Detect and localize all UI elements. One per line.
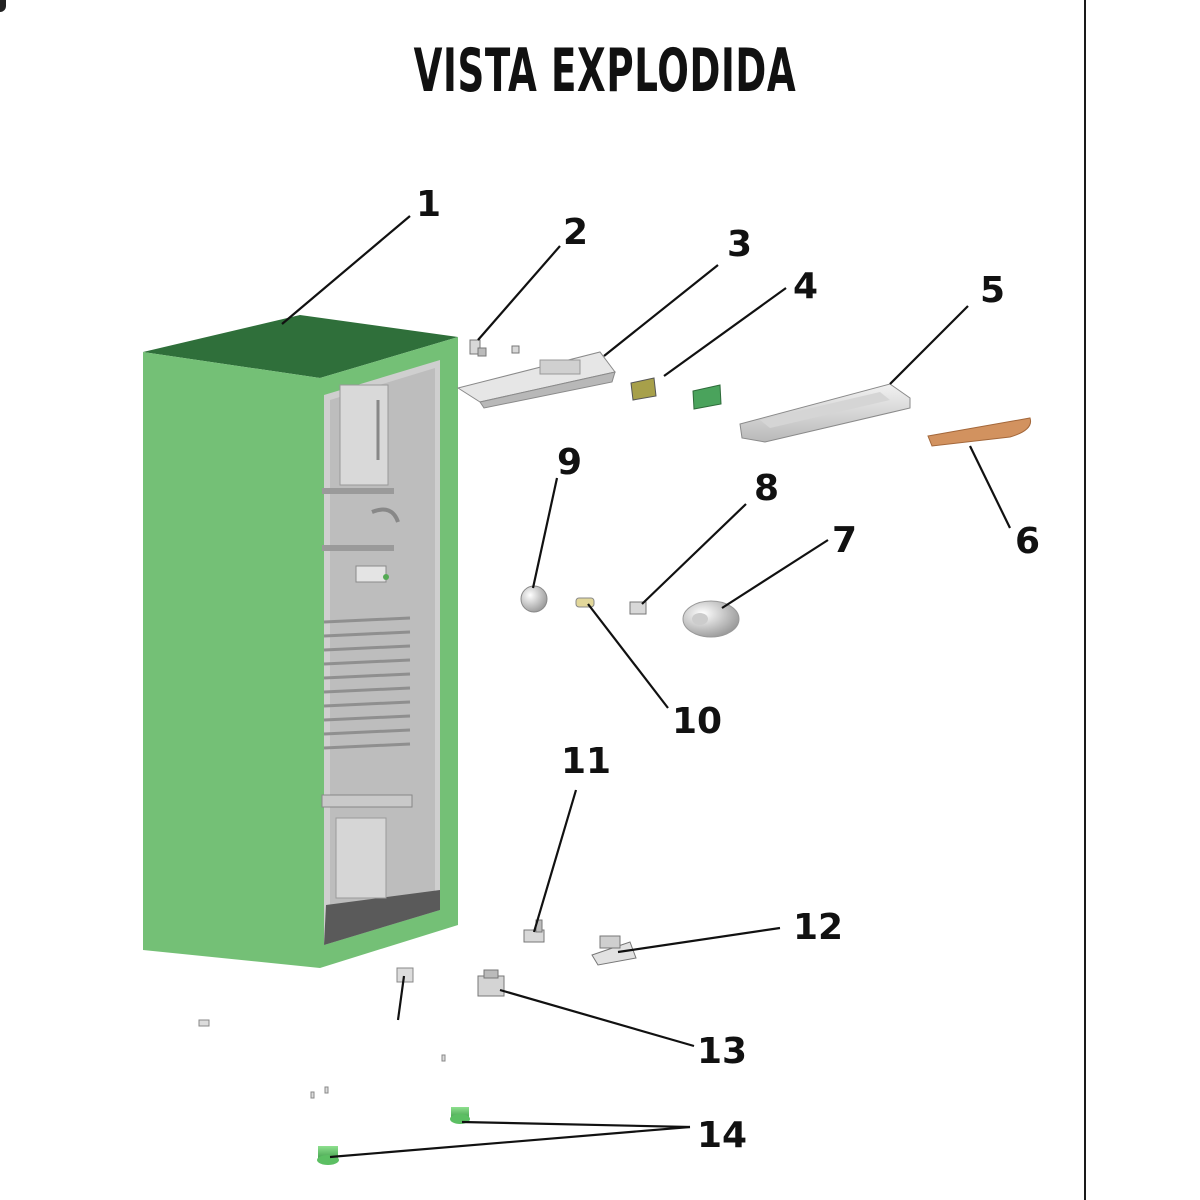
handle-bar-part — [739, 383, 911, 443]
callout-1: 1 — [416, 184, 441, 225]
top-cover-part — [456, 351, 616, 409]
callout-5: 5 — [980, 270, 1005, 311]
leader-line-13 — [499, 988, 695, 1048]
leader-line-14a — [461, 1120, 691, 1129]
lamp-cover-part — [520, 585, 548, 613]
leader-line-4 — [663, 287, 787, 377]
leader-line-hinge — [396, 975, 406, 1021]
callout-9: 9 — [557, 442, 582, 483]
leader-line-8 — [641, 503, 747, 605]
cabinet-part — [143, 315, 458, 968]
callout-14: 14 — [697, 1115, 747, 1156]
cabinet-top-face — [143, 315, 458, 378]
loose-hardware — [198, 967, 446, 1099]
leader-line-10 — [587, 603, 669, 709]
cabinet-side-face — [143, 352, 320, 968]
leader-line-1 — [281, 215, 411, 325]
leader-lines — [281, 215, 1011, 1159]
callout-6: 6 — [1015, 521, 1040, 562]
leader-line-11 — [532, 789, 578, 933]
control-board-part — [630, 377, 722, 410]
callout-12: 12 — [793, 907, 843, 948]
callout-labels: 1 2 3 4 5 6 7 8 9 10 11 12 13 14 — [416, 184, 1040, 1156]
callout-4: 4 — [793, 266, 818, 307]
clip-part — [469, 339, 520, 357]
lamp-part — [575, 597, 595, 608]
leader-line-3 — [603, 264, 719, 357]
bottom-hinge-part — [591, 935, 637, 966]
leader-line-14b — [329, 1125, 691, 1159]
leader-line-9 — [531, 477, 559, 589]
leader-line-6 — [969, 445, 1011, 529]
thermostat-knob-part — [682, 600, 740, 638]
page-title: VISTA EXPLODIDA — [413, 36, 797, 106]
leader-line-7 — [721, 539, 829, 609]
right-border-line — [1084, 0, 1086, 1200]
callout-3: 3 — [727, 224, 752, 265]
corner-mark — [0, 0, 6, 12]
leader-line-12 — [617, 926, 781, 954]
leader-line-5 — [889, 305, 969, 385]
leader-line-2 — [477, 245, 561, 341]
lamp-socket-part — [629, 601, 647, 615]
callout-7: 7 — [832, 520, 857, 561]
bracket-part — [477, 969, 505, 997]
callout-10: 10 — [672, 701, 722, 742]
callout-11: 11 — [561, 741, 611, 782]
callout-13: 13 — [697, 1031, 747, 1072]
handle-trim-part — [927, 417, 1032, 447]
callout-2: 2 — [563, 212, 588, 253]
callout-8: 8 — [754, 468, 779, 509]
